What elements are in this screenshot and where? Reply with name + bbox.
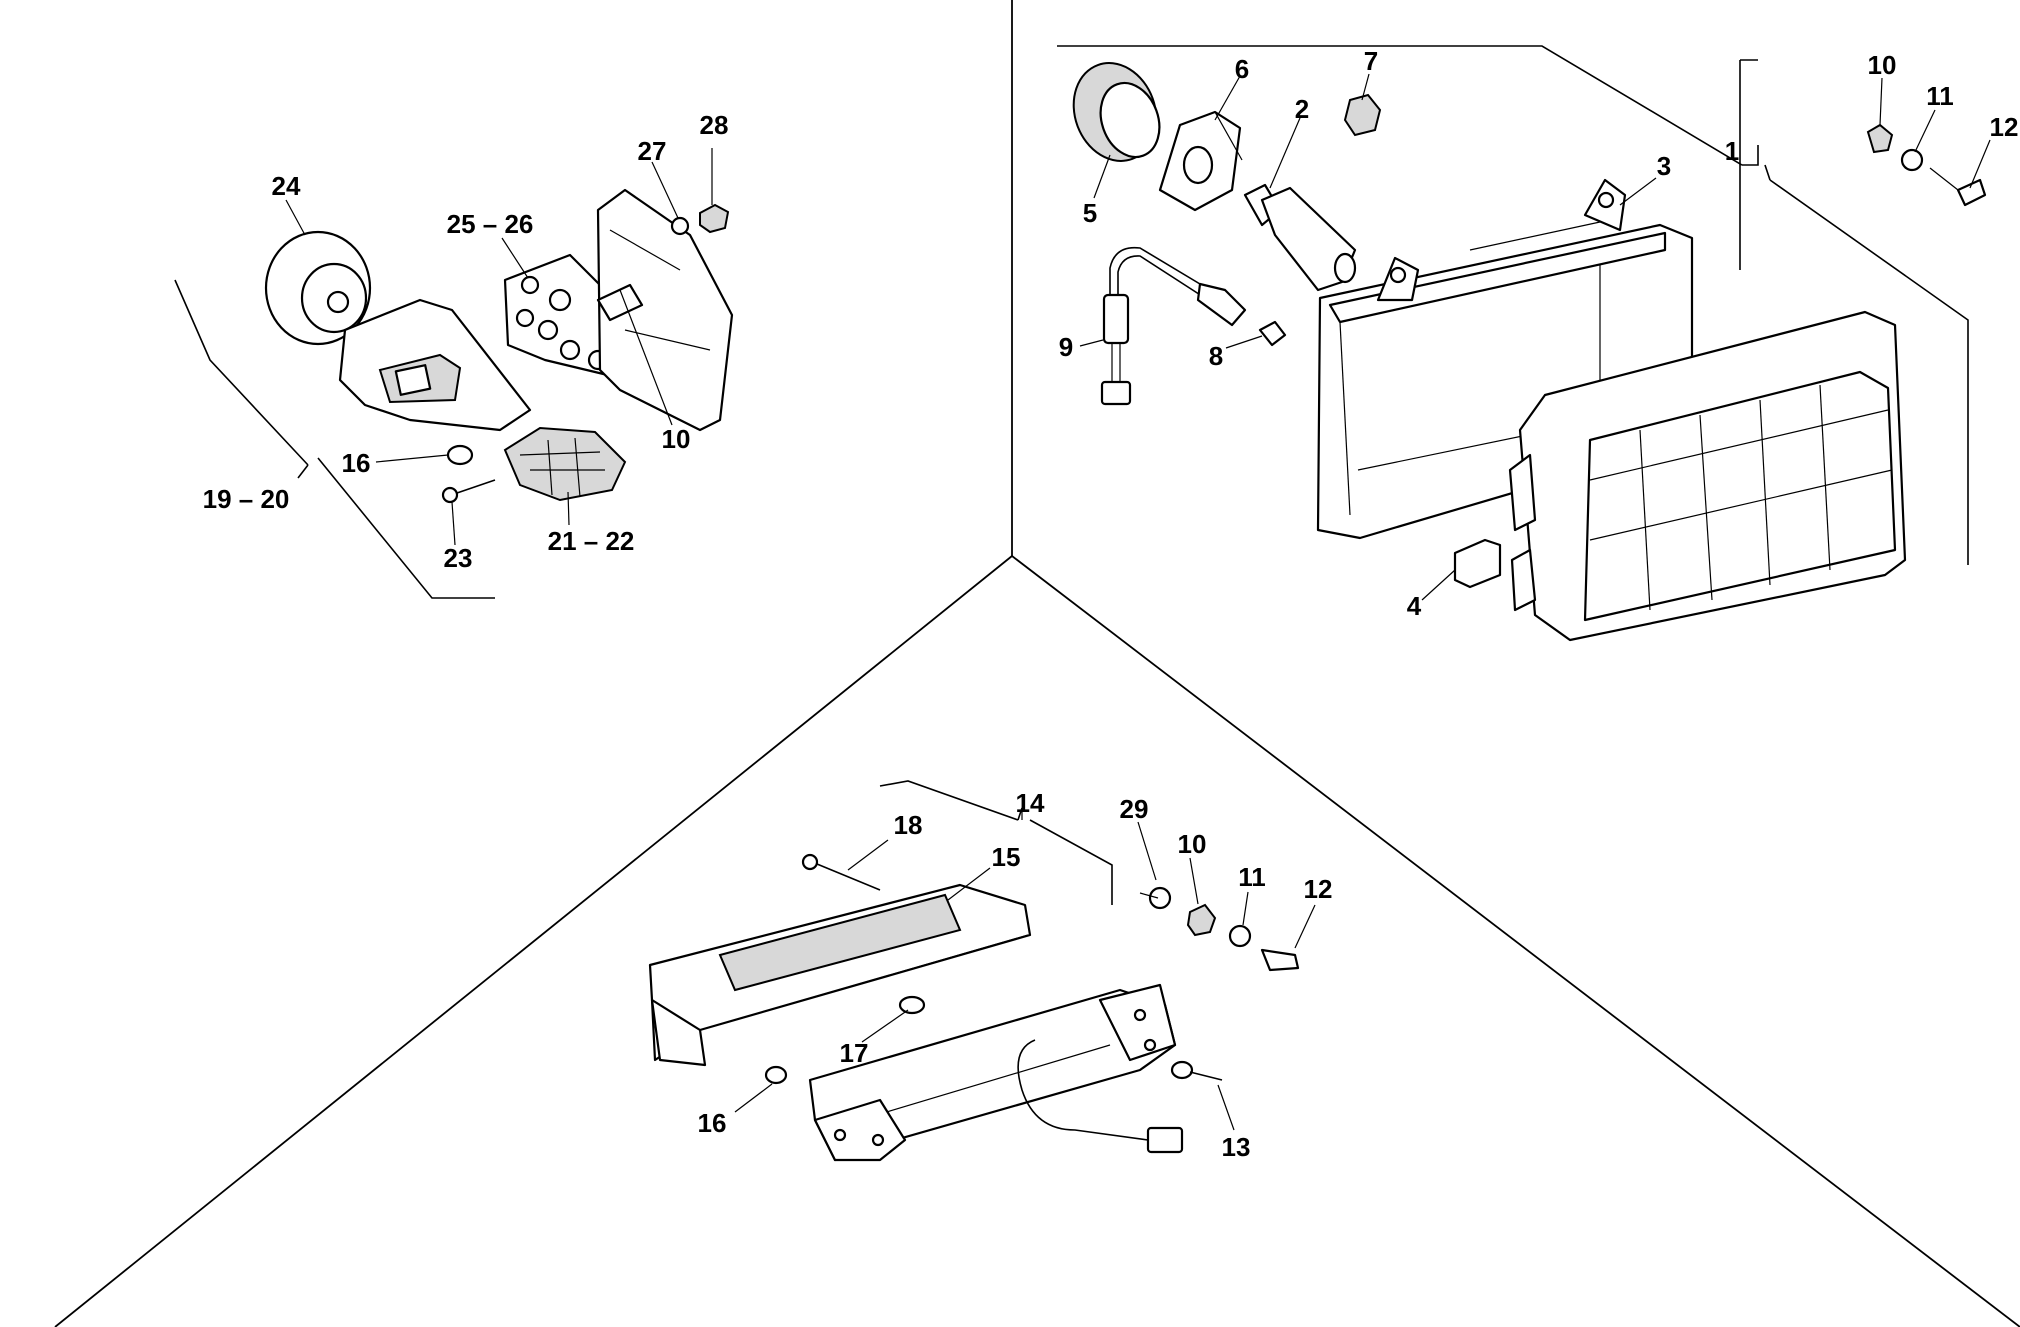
section-dividers — [54, 0, 2020, 1327]
turn-signal-housing — [338, 298, 532, 432]
lens-screw — [441, 479, 496, 504]
callout-24: 24 — [272, 171, 301, 201]
tail-light-lens — [648, 883, 1032, 1067]
bracket-panel — [596, 188, 734, 432]
headlight-fasteners — [1866, 123, 1987, 207]
callout-9: 9 — [1059, 332, 1073, 362]
callout-13: 13 — [1222, 1132, 1251, 1162]
callout-5: 5 — [1083, 198, 1097, 228]
position-bulb — [1258, 320, 1287, 347]
tail-collar — [1228, 924, 1252, 948]
callout-27: 27 — [638, 136, 667, 166]
clip-part — [1453, 538, 1502, 589]
turn-signal-leaders — [285, 148, 713, 546]
nut — [699, 203, 730, 234]
callout-11-tail: 11 — [1238, 862, 1266, 892]
callout-3: 3 — [1657, 151, 1671, 181]
tail-washer — [1148, 886, 1172, 910]
tail-light-leaders — [734, 810, 1316, 1131]
callout-21-22: 21 – 22 — [548, 526, 635, 556]
turn-signal-lens — [503, 426, 627, 502]
callout-12-headlight: 12 — [1990, 112, 2019, 142]
tail-grommet — [1186, 903, 1217, 937]
position-lamp-harness — [1100, 246, 1247, 406]
headlight-lens — [1508, 310, 1907, 642]
callout-8: 8 — [1209, 341, 1223, 371]
plate-bulb — [1170, 1060, 1223, 1081]
callout-12-tail: 12 — [1304, 874, 1333, 904]
tail-bolt — [1260, 948, 1300, 972]
callout-labels: 1 2 3 4 5 6 7 8 9 10 11 12 24 25 – 26 27… — [203, 46, 2019, 1162]
callout-23: 23 — [444, 543, 473, 573]
callout-18: 18 — [894, 810, 923, 840]
bulb-retainer — [1158, 110, 1243, 212]
callout-17: 17 — [840, 1038, 869, 1068]
callout-16-tail: 16 — [698, 1108, 727, 1138]
callout-10-headlight: 10 — [1868, 50, 1897, 80]
tail-light-base — [808, 983, 1177, 1162]
callout-10-turn: 10 — [662, 424, 691, 454]
callout-6: 6 — [1235, 54, 1249, 84]
rubber-boot — [264, 230, 372, 346]
washer — [670, 216, 690, 236]
callout-19-20: 19 – 20 — [203, 484, 290, 514]
brake-bulb — [898, 995, 926, 1015]
tail-bulb — [764, 1065, 788, 1085]
callout-25-26: 25 – 26 — [447, 209, 534, 239]
headlight-assembly — [1057, 45, 1987, 642]
callout-28: 28 — [700, 110, 729, 140]
turn-signal-assembly — [174, 188, 734, 599]
callout-11-headlight: 11 — [1926, 81, 1954, 111]
callout-4: 4 — [1407, 591, 1422, 621]
dust-cover — [1072, 62, 1161, 162]
headlight-leaders — [1079, 73, 1991, 601]
callout-14: 14 — [1016, 788, 1045, 818]
callout-10-tail: 10 — [1178, 829, 1207, 859]
long-screw — [801, 853, 881, 891]
callout-7: 7 — [1364, 46, 1378, 76]
headlight-bulb — [1243, 183, 1357, 292]
callout-16-turn: 16 — [342, 448, 371, 478]
callout-1: 1 — [1725, 136, 1739, 166]
callout-15: 15 — [992, 842, 1021, 872]
rubber-cap — [1343, 93, 1382, 137]
tail-light-wire — [1017, 1039, 1184, 1154]
turn-signal-bulb — [446, 444, 474, 466]
callout-2: 2 — [1295, 94, 1309, 124]
callout-29: 29 — [1120, 794, 1149, 824]
tail-light-assembly — [648, 780, 1300, 1162]
